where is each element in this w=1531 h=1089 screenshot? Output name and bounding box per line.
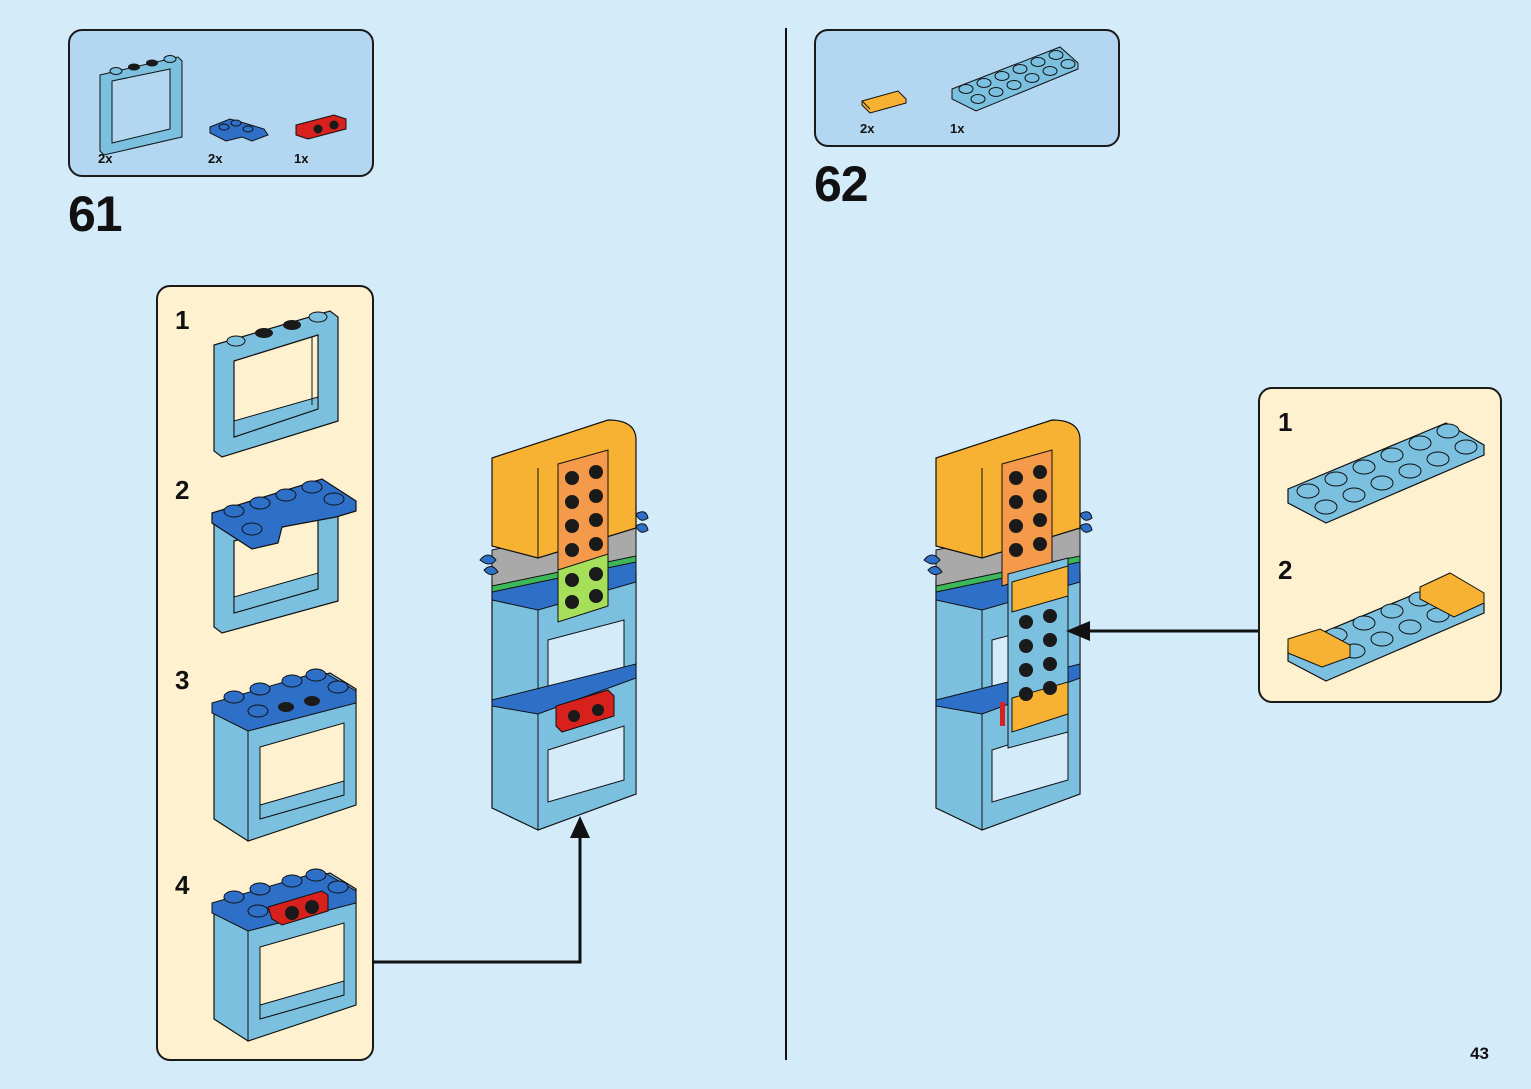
corner-plate-part-icon (209, 118, 269, 142)
sub-step-number: 1 (1278, 407, 1293, 437)
sub-step-2-plate-with-tiles-illustration (1287, 572, 1485, 682)
tile-part-icon (861, 90, 907, 114)
sub-step-1-frame-illustration (213, 310, 339, 458)
sub-assembly-box-step-62: 1 2 (1258, 387, 1502, 703)
callout-arrow (372, 816, 590, 964)
parts-list-step-62: 2x 1x (814, 29, 1120, 147)
sub-step-2-frame-corner-plates-illustration (211, 478, 357, 634)
sub-step-number: 2 (175, 475, 190, 505)
step-61-model-illustration (479, 419, 649, 831)
sub-step-number: 3 (175, 665, 190, 695)
plate-2x6-part-icon (951, 46, 1079, 112)
step-number: 62 (814, 156, 869, 212)
part-qty: 1x (294, 151, 309, 166)
part-qty: 1x (950, 121, 965, 136)
sub-assembly-box-step-61: 1 2 3 4 (156, 285, 374, 1061)
sub-step-number: 1 (175, 305, 190, 335)
sub-step-number: 2 (1278, 555, 1293, 585)
sub-step-3-stacked-frames-illustration (211, 668, 357, 842)
step-62-model-illustration (923, 419, 1093, 831)
page-number: 43 (1470, 1044, 1489, 1063)
part-qty: 2x (860, 121, 875, 136)
sub-step-number: 4 (175, 870, 190, 900)
part-qty: 2x (208, 151, 223, 166)
part-qty: 2x (98, 151, 113, 166)
sub-step-1-plate-illustration (1287, 422, 1485, 524)
sub-step-4-frames-with-bracket-illustration (211, 868, 357, 1042)
window-frame-part-icon (99, 55, 183, 156)
step-number: 61 (68, 186, 123, 242)
bracket-part-icon (295, 114, 347, 140)
parts-list-step-61: 2x 2x 1x (68, 29, 374, 177)
callout-arrow (1066, 621, 1260, 641)
page-divider (785, 28, 787, 1060)
